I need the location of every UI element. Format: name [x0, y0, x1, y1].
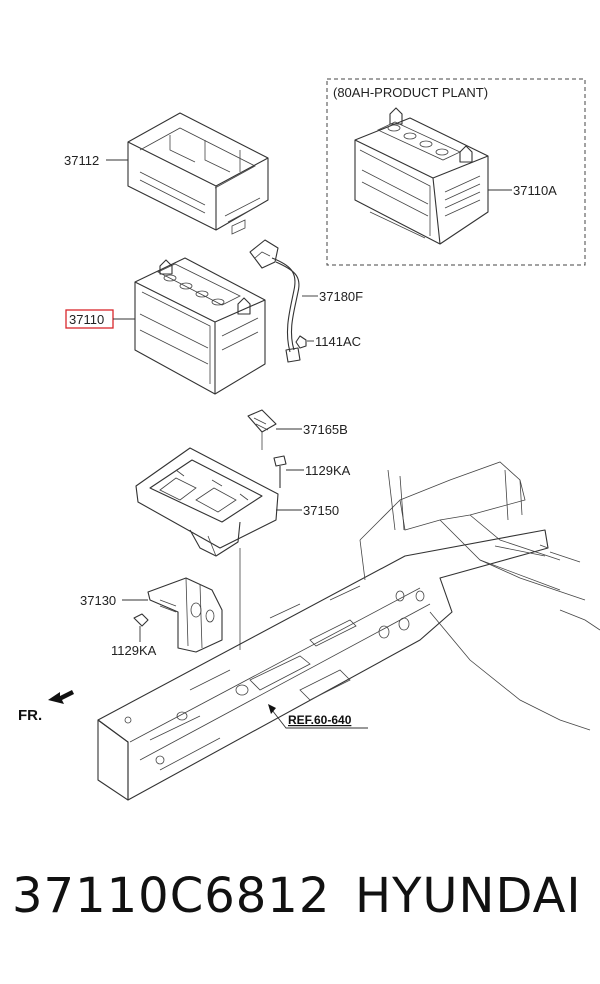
front-label: FR. [18, 707, 42, 724]
label-bolt-cable: 1141AC [315, 334, 361, 349]
front-arrow-icon [48, 690, 74, 704]
cable-drawing: 37180F 1141AC [249, 239, 363, 363]
label-tray: 37150 [303, 503, 339, 518]
label-battery: 37110 [69, 312, 104, 327]
label-battery-alt: 37110A [513, 183, 557, 198]
caption: 37110C6812 HYUNDAI [0, 868, 600, 948]
caption-brand: HYUNDAI [355, 868, 582, 924]
ref-callout: REF.60-640 [268, 704, 368, 729]
battery-drawing: 37110 [65, 257, 266, 395]
battery-alt-drawing: 37110A [354, 107, 557, 245]
tray-cover-drawing: 37112 [64, 112, 269, 235]
front-indicator: FR. [18, 690, 74, 724]
label-cable: 37180F [319, 289, 363, 304]
label-tray-cover: 37112 [64, 153, 99, 168]
frame-member-drawing [97, 461, 600, 801]
caption-part-number: 37110C6812 [12, 868, 331, 924]
label-bracket: 37130 [80, 593, 116, 608]
label-bolt-bracket: 1129KA [111, 643, 157, 658]
label-bolt-tray: 1129KA [305, 463, 351, 478]
bolt-tray-drawing: 1129KA [273, 455, 351, 488]
tray-drawing: 37150 [135, 447, 339, 650]
ref-label: REF.60-640 [288, 713, 352, 727]
inset-box: (80AH-PRODUCT PLANT) [326, 78, 586, 266]
bracket-drawing: 37130 1129KA [80, 577, 223, 658]
label-clamp: 37165B [303, 422, 348, 437]
clamp-drawing: 37165B [247, 409, 348, 450]
inset-title: (80AH-PRODUCT PLANT) [333, 85, 488, 100]
